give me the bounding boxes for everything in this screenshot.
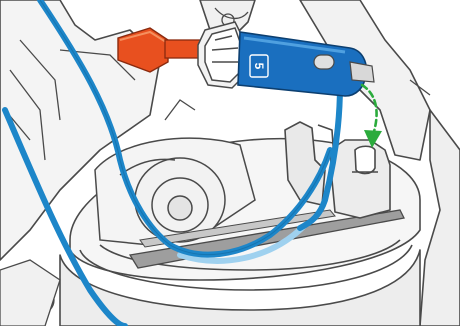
lower-left-parts xyxy=(0,260,60,326)
cartridge-number: 5 xyxy=(252,63,266,70)
